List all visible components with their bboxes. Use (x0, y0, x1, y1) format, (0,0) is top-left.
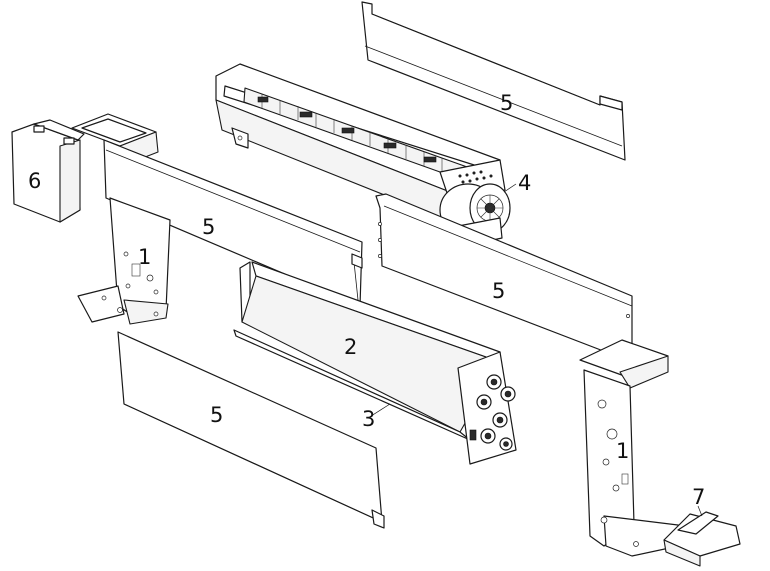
leader-3 (367, 403, 391, 419)
drain-connector (663, 505, 741, 567)
callout-6-electrical-box: 6 (28, 169, 41, 193)
callout-2-coil: 2 (344, 335, 357, 359)
callout-5-top-panel: 5 (500, 91, 513, 115)
lower-front-panel (117, 331, 385, 529)
callout-5-middle-panel: 5 (492, 279, 505, 303)
callout-7-drain-connector: 7 (692, 485, 705, 509)
top-rear-panel (361, 1, 626, 161)
right-side-bracket (579, 339, 689, 557)
callout-1-left-bracket: 1 (138, 245, 151, 269)
coil-drain-pan (233, 261, 517, 465)
middle-rear-panel (375, 193, 633, 363)
left-side-bracket (77, 197, 171, 325)
callout-5-upper-front-panel: 5 (202, 215, 215, 239)
callout-1-right-bracket: 1 (616, 439, 629, 463)
callout-4-fan: 4 (518, 171, 531, 195)
electrical-control-box (11, 119, 85, 223)
fan-blower-assembly (215, 63, 517, 249)
coil-header-pipes (469, 374, 516, 451)
callout-5-lower-front-panel: 5 (210, 403, 223, 427)
callout-3-drain-pan: 3 (362, 407, 375, 431)
